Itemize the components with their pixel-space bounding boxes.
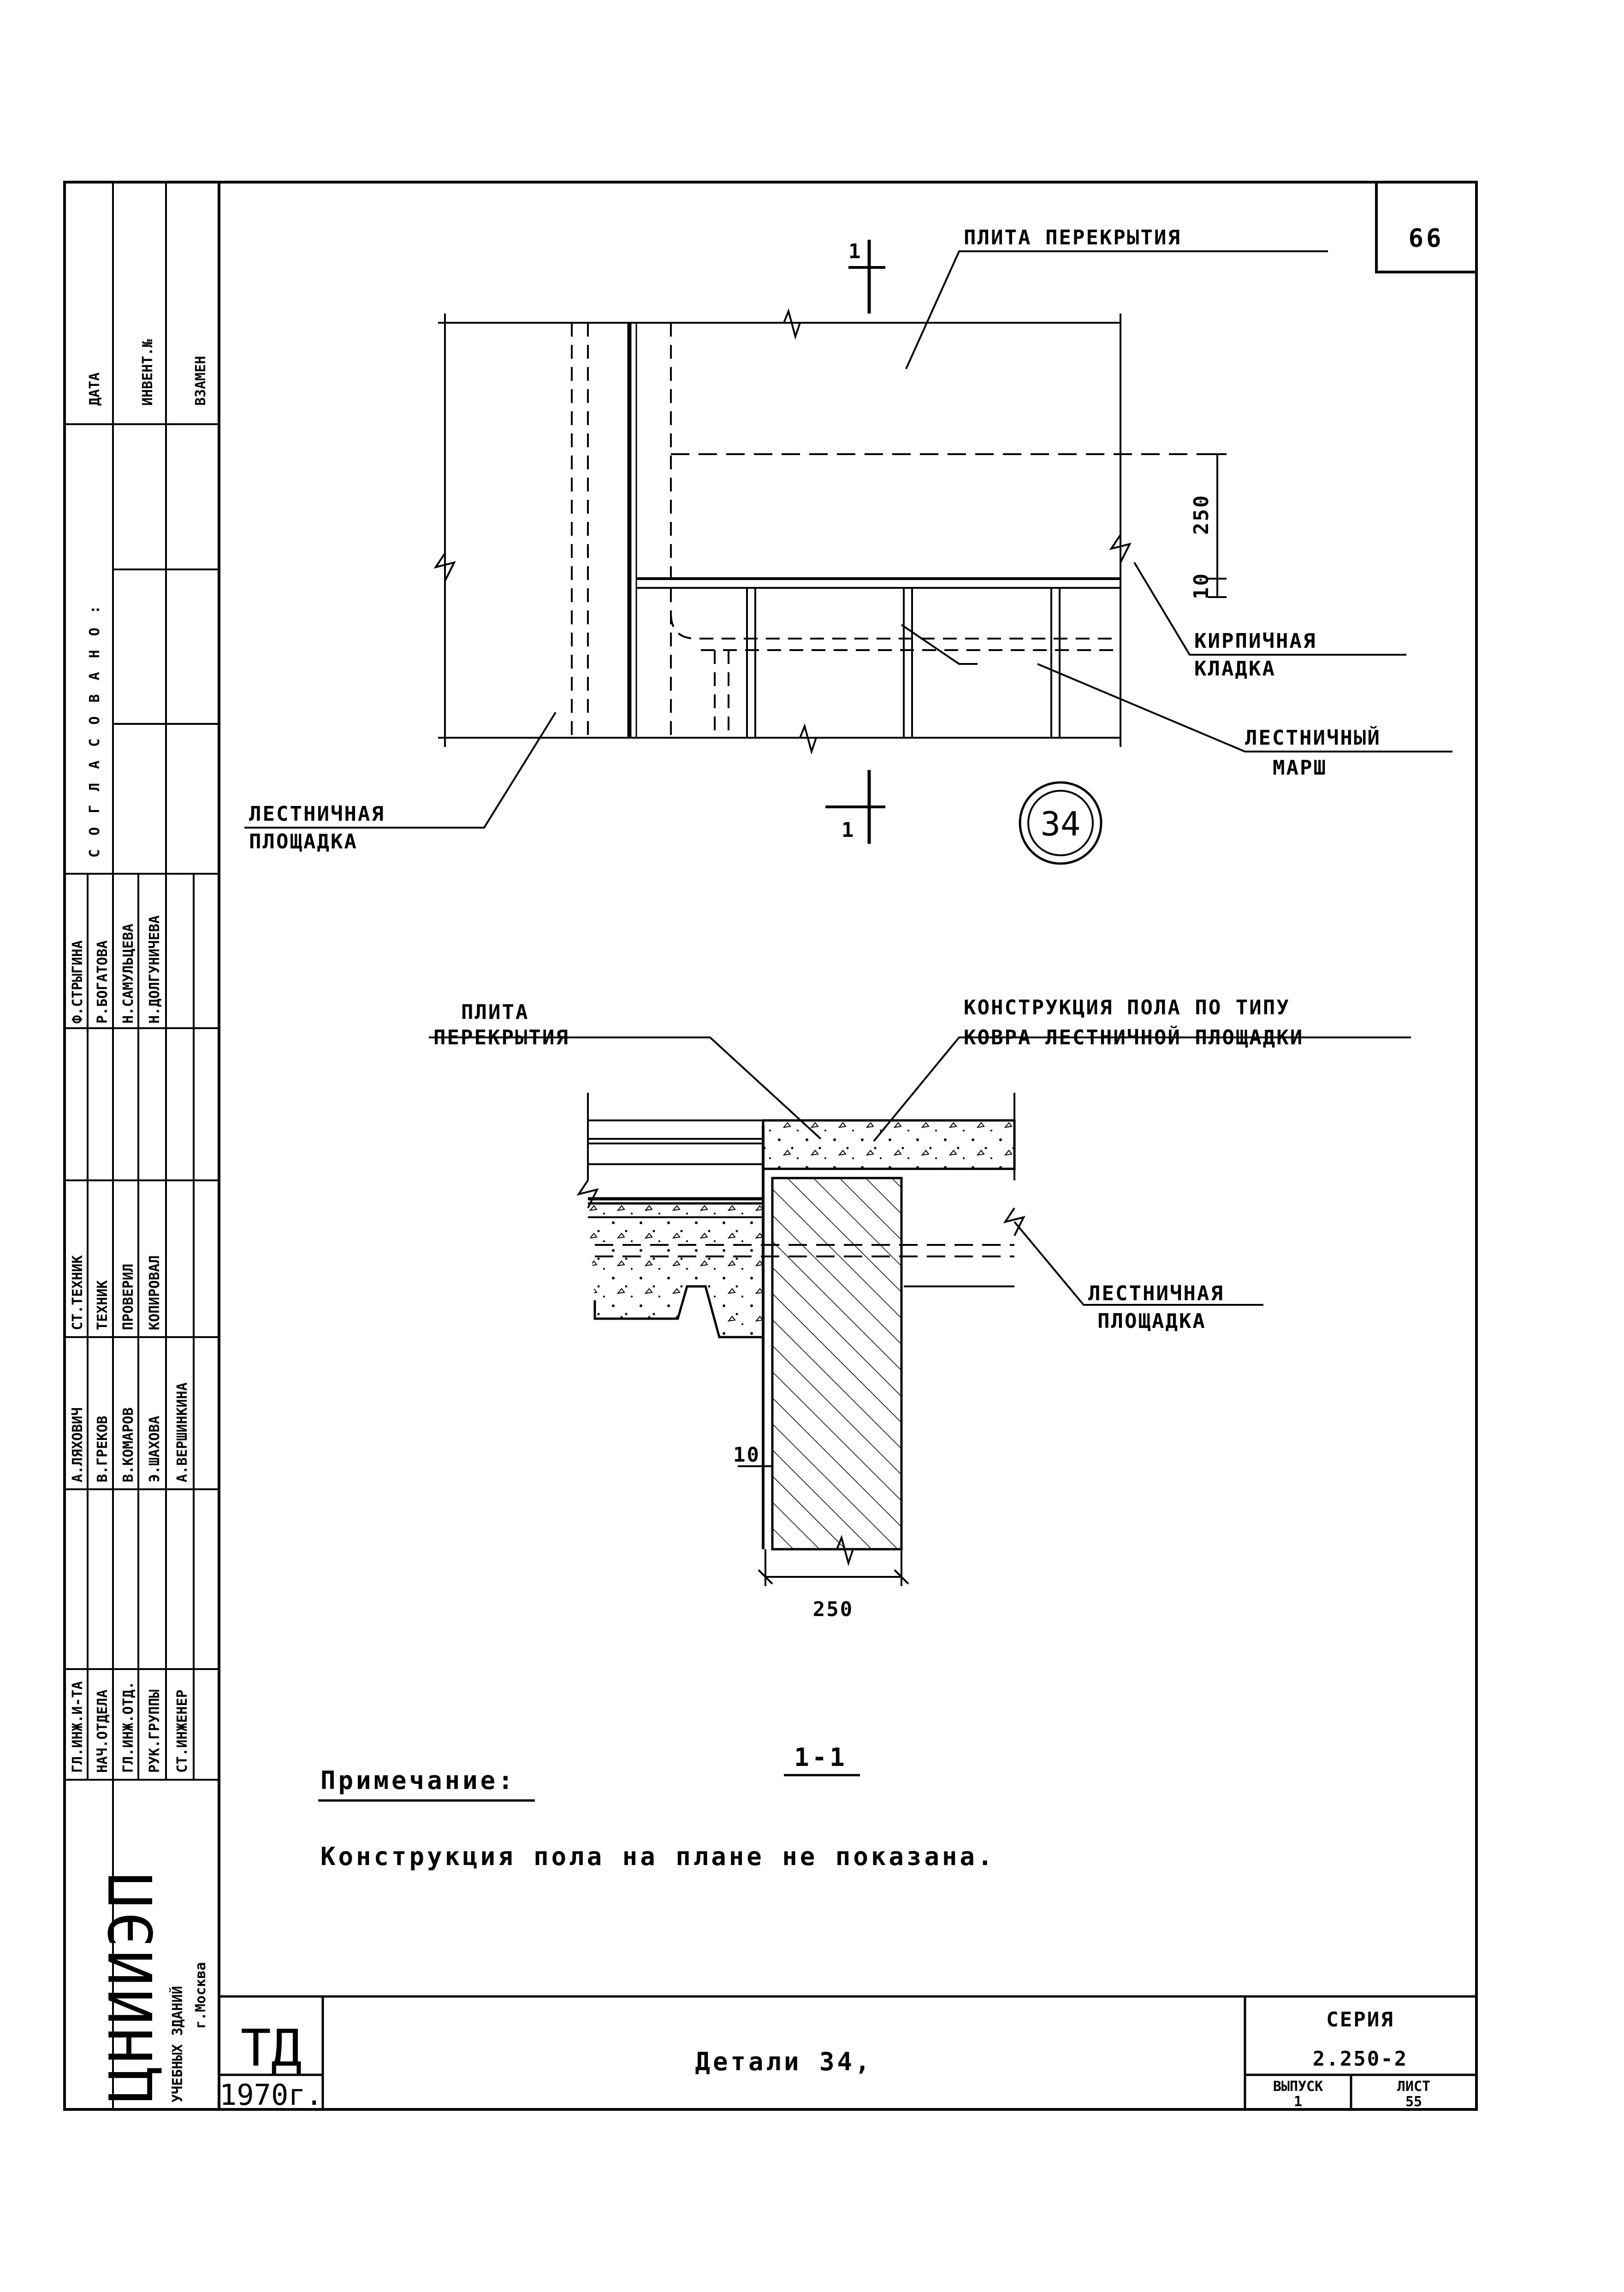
stamp-name-4: Э.ШАХОВА <box>147 1416 163 1483</box>
series-label: СЕРИЯ <box>1326 2008 1394 2031</box>
side-stamp <box>65 182 219 2109</box>
plan-labels: 1 1 ПЛИТА ПЕРЕКРЫТИЯ КИРПИЧНАЯ КЛАДКА ЛЕ… <box>249 226 1381 853</box>
section-title: 1-1 <box>794 1743 848 1772</box>
section-labels: ПЛИТА ПЕРЕКРЫТИЯ КОНСТРУКЦИЯ ПОЛА ПО ТИП… <box>433 996 1304 1777</box>
title-block <box>219 1995 1476 2109</box>
sheet-number-box: 66 <box>1375 182 1476 273</box>
cut-mark-top: 1 <box>848 240 862 263</box>
stamp-role-4: РУК.ГРУППЫ <box>147 1689 163 1773</box>
stamp-name-2: В.ГРЕКОВ <box>95 1416 111 1483</box>
issue-label: ВЫПУСК <box>1273 2079 1323 2095</box>
plan-dim-10: 10 <box>1190 572 1213 599</box>
stamp-name-5: А.ВЕРШИНКИНА <box>174 1382 190 1482</box>
sheet-label: ЛИСТ <box>1397 2079 1430 2095</box>
org-name: ЦНИИЭП <box>96 1869 166 2102</box>
stamp-role-3: ГЛ.ИНЖ.ОТД. <box>120 1681 136 1773</box>
plan-label-brick-2: КЛАДКА <box>1194 657 1276 681</box>
section-label-landing-1: ЛЕСТНИЧНАЯ <box>1088 1282 1224 1305</box>
stamp-role-5: СТ.ИНЖЕНЕР <box>174 1689 190 1773</box>
stamp-role2-2: ТЕХНИК <box>95 1280 111 1330</box>
section-label-floor-1: КОНСТРУКЦИЯ ПОЛА ПО ТИПУ <box>964 996 1290 1019</box>
sheet-value: 55 <box>1405 2094 1422 2110</box>
plan-label-march-2: МАРШ <box>1273 756 1327 780</box>
section-label-slab-2: ПЕРЕКРЫТИЯ <box>433 1026 569 1049</box>
plan-label-slab: ПЛИТА ПЕРЕКРЫТИЯ <box>964 226 1181 249</box>
note-block: Примечание: Конструкция пола на плане не… <box>318 1766 995 1871</box>
org-line-1: УЧЕБНЫХ ЗДАНИЙ <box>169 1986 186 2102</box>
stamp-role2-1: СТ.ТЕХНИК <box>70 1255 86 1330</box>
stamp-inv-no: ИНВЕНТ.№ <box>140 339 156 406</box>
stamp-role-1: ГЛ.ИНЖ.И-ТА <box>70 1681 86 1773</box>
org-line-2: г.Москва <box>193 1962 209 2029</box>
stamp-role-2: НАЧ.ОТДЕЛА <box>95 1689 111 1773</box>
title-block-text: ТД 1970г. Детали 34, СЕРИЯ 2.250-2 ВЫПУС… <box>219 2008 1430 2112</box>
plan-label-landing-2: ПЛОЩАДКА <box>249 830 358 853</box>
detail-marker-number: 34 <box>1041 805 1081 843</box>
plan-label-brick-1: КИРПИЧНАЯ <box>1194 629 1316 653</box>
series-value: 2.250-2 <box>1313 2047 1408 2071</box>
plan-label-march-1: ЛЕСТНИЧНЫЙ <box>1245 725 1381 750</box>
section-dim-10: 10 <box>733 1443 760 1467</box>
stamp-role2-4: КОПИРОВАЛ <box>147 1255 163 1330</box>
note-heading: Примечание: <box>320 1766 516 1795</box>
td-mark: ТД <box>241 2019 302 2078</box>
sheet-number: 66 <box>1408 224 1444 253</box>
plan-dim-250: 250 <box>1190 494 1213 535</box>
cut-mark-bottom: 1 <box>842 818 855 842</box>
issue-value: 1 <box>1294 2094 1302 2110</box>
section-label-floor-2: КОВРА ЛЕСТНИЧНОЙ ПЛОЩАДКИ <box>964 1025 1304 1049</box>
stamp-date: ДАТА <box>87 373 103 406</box>
stamp-name-3: В.КОМАРОВ <box>120 1407 136 1482</box>
stamp-replaces: ВЗАМЕН <box>193 356 209 406</box>
stamp-name-1: А.ЛЯХОВИЧ <box>70 1407 86 1482</box>
section-label-slab-1: ПЛИТА <box>461 1001 529 1024</box>
note-text: Конструкция пола на плане не показана. <box>320 1842 995 1871</box>
plan-view <box>244 240 1452 844</box>
stamp-name2-1: Ф.СТРЫГИНА <box>70 940 86 1024</box>
stamp-name2-3: Н.САМУЛЬЦЕВА <box>120 924 136 1024</box>
section-dim-250: 250 <box>813 1598 853 1621</box>
year: 1970г. <box>219 2078 323 2112</box>
section-view <box>429 1036 1411 1586</box>
section-label-landing-2: ПЛОЩАДКА <box>1097 1309 1206 1333</box>
stamp-name2-2: Р.БОГАТОВА <box>95 940 111 1024</box>
stamp-name2-4: Н.ДОЛГУНИЧЕВА <box>147 915 163 1024</box>
stamp-agreed: СОГЛАСОВАНО: <box>87 592 103 858</box>
drawing-title: Детали 34, <box>695 2047 872 2076</box>
side-stamp-text: СОГЛАСОВАНО: ДАТА ИНВЕНТ.№ ВЗАМЕН ГЛ.ИНЖ… <box>70 339 209 2102</box>
sheet-frame <box>63 181 1478 2111</box>
plan-label-landing-1: ЛЕСТНИЧНАЯ <box>249 802 385 826</box>
stamp-role2-3: ПРОВЕРИЛ <box>120 1264 136 1331</box>
detail-marker: 34 <box>1019 781 1102 865</box>
